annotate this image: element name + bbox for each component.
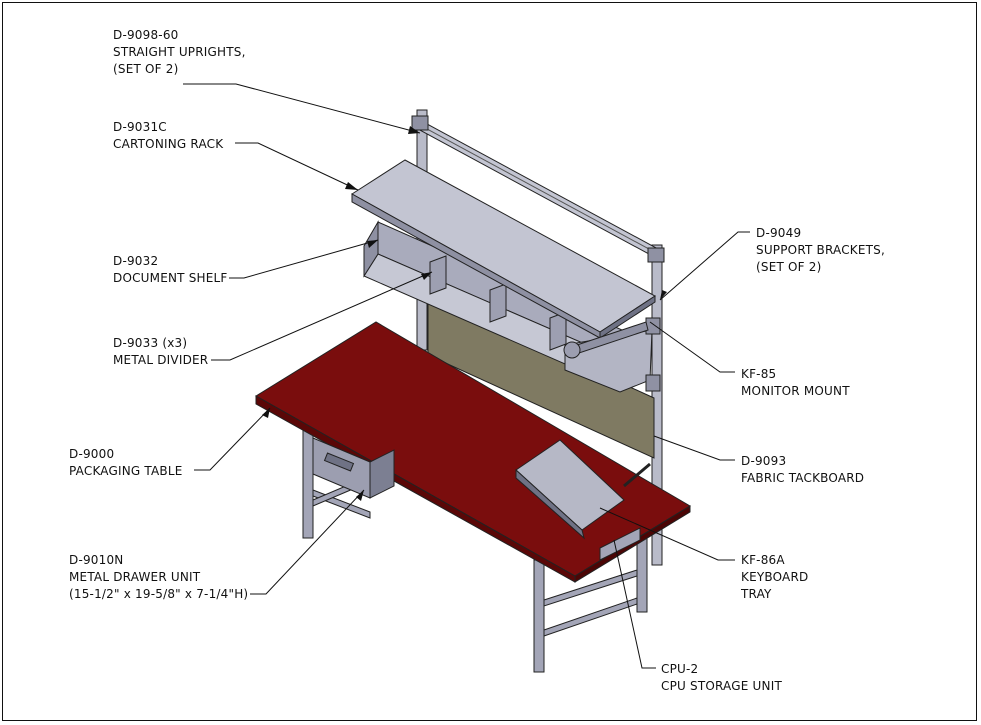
callout-cpu-storage: CPU-2 CPU STORAGE UNIT <box>661 661 782 695</box>
callout-support-brackets: D-9049 SUPPORT BRACKETS, (SET OF 2) <box>756 225 885 276</box>
leader-brackets <box>659 231 750 301</box>
monitor-part-number: KF-85 <box>741 367 777 381</box>
docshelf-description: DOCUMENT SHELF <box>113 271 228 285</box>
callout-document-shelf: D-9032 DOCUMENT SHELF <box>113 253 228 287</box>
leader-cpu <box>613 539 656 669</box>
table-description: PACKAGING TABLE <box>69 464 183 478</box>
callout-uprights: D-9098-60 STRAIGHT UPRIGHTS, (SET OF 2) <box>113 27 246 78</box>
docshelf-part-number: D-9032 <box>113 254 159 268</box>
callout-cartoning-rack: D-9031C CARTONING RACK <box>113 119 223 153</box>
leader-docshelf <box>229 239 379 279</box>
leader-lines <box>183 83 750 669</box>
table-part-number: D-9000 <box>69 447 115 461</box>
cpu-description: CPU STORAGE UNIT <box>661 679 782 693</box>
leader-arrowheads <box>262 126 667 501</box>
uprights-description: STRAIGHT UPRIGHTS, <box>113 45 246 59</box>
callout-monitor-mount: KF-85 MONITOR MOUNT <box>741 366 850 400</box>
leader-cartoning <box>235 142 359 191</box>
keyboard-tray <box>515 439 651 540</box>
tackboard-part-number: D-9093 <box>741 454 787 468</box>
keyboard-description-2: TRAY <box>741 587 772 601</box>
keyboard-description-1: KEYBOARD <box>741 570 809 584</box>
leader-divider <box>211 271 433 361</box>
callout-keyboard-tray: KF-86A KEYBOARD TRAY <box>741 552 808 603</box>
leader-keyboard <box>599 507 735 561</box>
tackboard-description: FABRIC TACKBOARD <box>741 471 865 485</box>
leader-drawer <box>250 489 365 595</box>
drawer-description: METAL DRAWER UNIT <box>69 570 201 584</box>
monitor-mount <box>563 321 649 359</box>
metal-dividers <box>429 255 567 351</box>
divider-description: METAL DIVIDER <box>113 353 209 367</box>
cartoning-part-number: D-9031C <box>113 120 167 134</box>
divider-part-number: D-9033 (x3) <box>113 336 188 350</box>
leader-uprights <box>183 83 421 134</box>
metal-drawer-unit <box>312 437 395 499</box>
cartoning-description: CARTONING RACK <box>113 137 224 151</box>
leader-monitor <box>649 321 735 373</box>
leader-table <box>194 407 271 471</box>
leader-tackboard <box>653 435 735 461</box>
monitor-description: MONITOR MOUNT <box>741 384 850 398</box>
drawer-dimensions: (15-1/2" x 19-5/8" x 7-1/4"H) <box>69 587 249 601</box>
keyboard-part-number: KF-86A <box>741 553 785 567</box>
callout-packaging-table: D-9000 PACKAGING TABLE <box>69 446 183 480</box>
drawer-part-number: D-9010N <box>69 553 124 567</box>
uprights-part-number: D-9098-60 <box>113 28 179 42</box>
callout-metal-divider: D-9033 (x3) METAL DIVIDER <box>113 335 208 369</box>
brackets-description: SUPPORT BRACKETS, <box>756 243 886 257</box>
brackets-part-number: D-9049 <box>756 226 802 240</box>
callout-drawer-unit: D-9010N METAL DRAWER UNIT (15-1/2" x 19-… <box>69 552 248 603</box>
support-brackets <box>645 317 661 392</box>
cpu-storage-unit <box>599 527 641 561</box>
brackets-quantity: (SET OF 2) <box>756 260 822 274</box>
uprights-quantity: (SET OF 2) <box>113 62 179 76</box>
callout-fabric-tackboard: D-9093 FABRIC TACKBOARD <box>741 453 864 487</box>
cpu-part-number: CPU-2 <box>661 662 699 676</box>
